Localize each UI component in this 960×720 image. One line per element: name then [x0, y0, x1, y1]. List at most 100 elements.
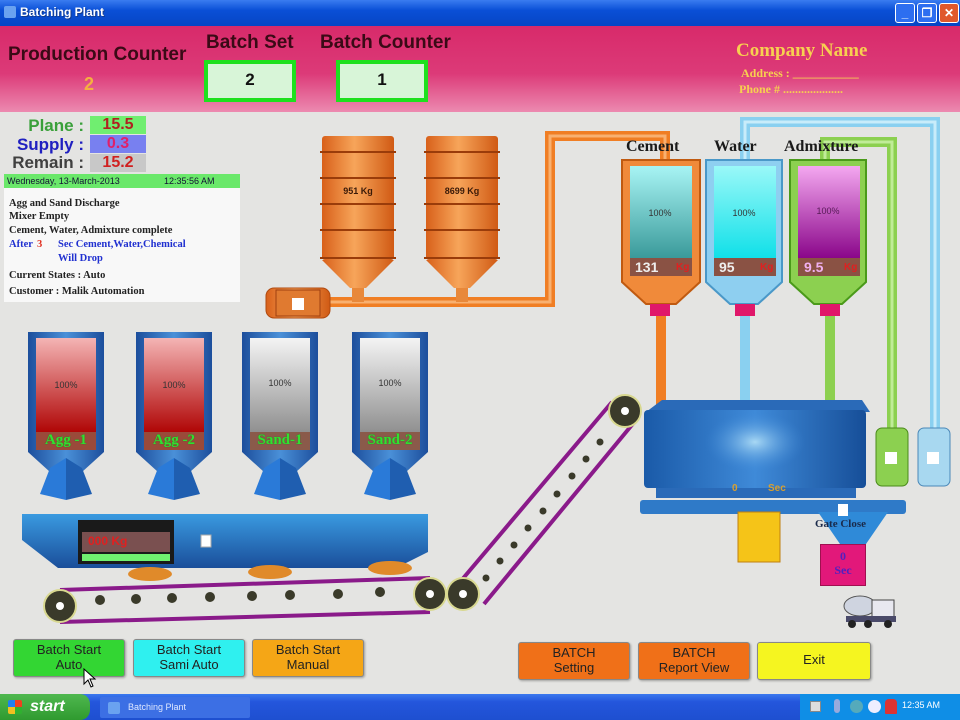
batch-counter-label: Batch Counter [320, 32, 451, 53]
production-counter-label: Production Counter [8, 44, 187, 65]
taskbar-item-batching-plant[interactable]: Batching Plant [100, 697, 250, 718]
water-value: 95 [719, 259, 735, 275]
header-panel: Production Counter 2 Batch Set 2 Batch C… [0, 26, 960, 112]
screw-conveyor-motor [265, 287, 331, 319]
company-address: Address : ___________ [741, 66, 859, 80]
mouse-cursor-icon [83, 668, 97, 688]
agg-2-label: Agg -2 [152, 432, 196, 448]
plant-diagram [22, 117, 951, 628]
mixer-truck-icon [843, 595, 896, 628]
date-time-bar: Wednesday, 13-March-2013 12:35:56 AM [4, 174, 240, 188]
tray-icon[interactable] [810, 701, 821, 712]
horizontal-conveyor [43, 576, 447, 624]
taskbar-item-label: Batching Plant [128, 702, 187, 712]
message-line: Sec Cement,Water,Chemical [58, 239, 186, 250]
silo-2-weight: 8699 Kg [444, 186, 480, 196]
gate-timer: 0 Sec [820, 544, 866, 586]
tray-icon[interactable] [885, 699, 897, 714]
exit-button[interactable]: Exit [757, 642, 871, 680]
message-line: Mixer Empty [9, 211, 70, 222]
admixture-title: Admixture [784, 138, 859, 155]
water-tank [705, 159, 783, 402]
mixer-timer-value: 0 [732, 483, 738, 494]
material-pile [248, 565, 292, 579]
plane-value: 15.5 [90, 116, 146, 134]
supply-label: Supply : [16, 135, 84, 154]
app-icon [108, 702, 120, 714]
gate-timer-unit: Sec [834, 563, 852, 577]
cement-percent: 100% [648, 208, 672, 218]
remain-label: Remain : [12, 153, 84, 172]
after-label: After [9, 239, 33, 250]
company-phone: Phone # .................... [739, 82, 844, 96]
mixer-timer-unit: Sec [768, 483, 786, 494]
mixer [640, 400, 906, 563]
minimize-button[interactable]: _ [895, 3, 915, 23]
hopper-agg-2 [136, 332, 212, 500]
cement-value: 131 [635, 259, 659, 275]
sand-2-label: Sand-2 [367, 432, 413, 448]
current-state: Current States : Auto [9, 270, 106, 281]
sand-1-percent: 100% [268, 378, 292, 388]
company-name: Company Name [736, 40, 868, 61]
message-line: Will Drop [58, 253, 103, 264]
batch-counter-value: 1 [336, 60, 428, 102]
system-tray [800, 694, 960, 720]
remain-value: 15.2 [90, 154, 146, 172]
windows-logo-icon [8, 700, 22, 714]
cement-title: Cement [626, 138, 680, 155]
message-line: Agg and Sand Discharge [9, 198, 120, 209]
scale-readout: 000 Kg [88, 534, 128, 548]
taskbar-clock: 12:35 AM [902, 700, 941, 710]
customer-name: Customer : Malik Automation [9, 286, 145, 297]
window-title: Batching Plant [20, 5, 105, 19]
admixture-unit: Kg [844, 262, 858, 273]
water-pump [917, 427, 951, 487]
silo-1 [320, 136, 396, 302]
silo-1-weight: 951 Kg [343, 186, 373, 196]
agg-1-label: Agg -1 [44, 432, 88, 448]
tray-icon[interactable] [868, 700, 881, 713]
batch-set-value: 2 [204, 60, 296, 102]
material-pile [128, 567, 172, 581]
admixture-percent: 100% [816, 206, 840, 216]
admixture-value: 9.5 [804, 259, 824, 275]
sand-1-label: Sand-1 [257, 432, 303, 448]
app-icon [4, 6, 16, 18]
gate-timer-value: 0 [840, 549, 846, 563]
production-counter-value: 2 [84, 74, 95, 94]
water-unit: Kg [760, 262, 774, 273]
water-title: Water [714, 138, 757, 155]
time-text: 12:35:56 AM [164, 176, 215, 186]
inclined-conveyor [446, 394, 642, 611]
batch-set-label: Batch Set [206, 32, 294, 53]
close-button[interactable]: ✕ [939, 3, 959, 23]
weigh-hopper [22, 514, 428, 568]
water-percent: 100% [732, 208, 756, 218]
message-line: Cement, Water, Admixture complete [9, 225, 173, 236]
tray-icon[interactable] [850, 700, 863, 713]
after-value: 3 [37, 239, 43, 250]
hopper-agg-1 [28, 332, 104, 500]
supply-value: 0.3 [90, 135, 146, 153]
status-messages: Agg and Sand Discharge Mixer Empty Cemen… [4, 188, 240, 302]
plane-label: Plane : [28, 116, 84, 135]
material-pile [368, 561, 412, 575]
cement-unit: Kg [676, 262, 690, 273]
start-label: start [30, 698, 65, 715]
title-bar: Batching Plant [0, 0, 960, 26]
date-text: Wednesday, 13-March-2013 [7, 176, 120, 186]
silo-2 [424, 136, 500, 302]
tray-icon[interactable] [834, 699, 840, 713]
restore-button[interactable]: ❐ [917, 3, 937, 23]
admixture-tank [789, 159, 867, 402]
hopper-sand-2 [352, 332, 428, 500]
hopper-sand-1 [242, 332, 318, 500]
start-button[interactable]: start [0, 694, 90, 720]
admixture-pump [875, 427, 909, 487]
